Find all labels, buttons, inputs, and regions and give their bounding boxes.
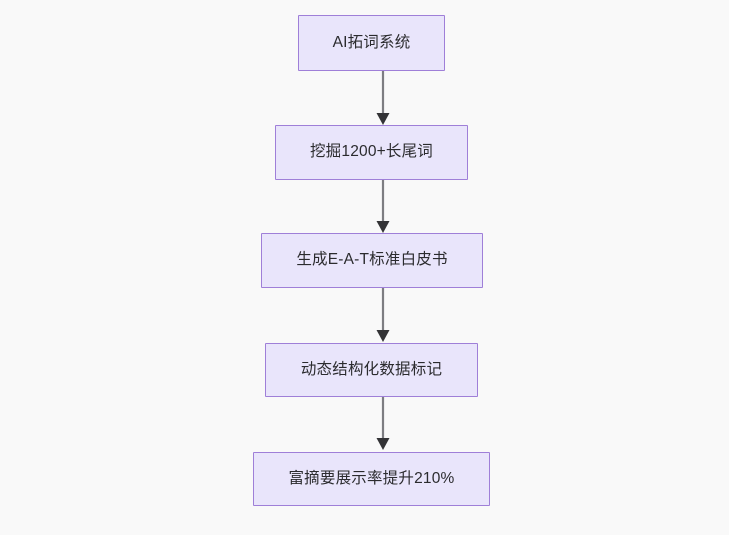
- flow-node-mine-longtail-keywords[interactable]: 挖掘1200+长尾词: [275, 125, 468, 180]
- flow-node-rich-snippet-rate-increase[interactable]: 富摘要展示率提升210%: [253, 452, 490, 506]
- flow-node-label: AI拓词系统: [332, 33, 411, 51]
- flow-node-generate-eat-whitepaper[interactable]: 生成E-A-T标准白皮书: [261, 233, 483, 288]
- flow-node-label: 富摘要展示率提升210%: [288, 469, 455, 487]
- flow-node-ai-keyword-system[interactable]: AI拓词系统: [298, 15, 445, 71]
- flow-node-label: 生成E-A-T标准白皮书: [296, 251, 448, 269]
- flow-node-dynamic-structured-data-markup[interactable]: 动态结构化数据标记: [265, 343, 478, 397]
- flow-node-label: 动态结构化数据标记: [300, 360, 443, 378]
- flow-node-label: 挖掘1200+长尾词: [309, 143, 434, 161]
